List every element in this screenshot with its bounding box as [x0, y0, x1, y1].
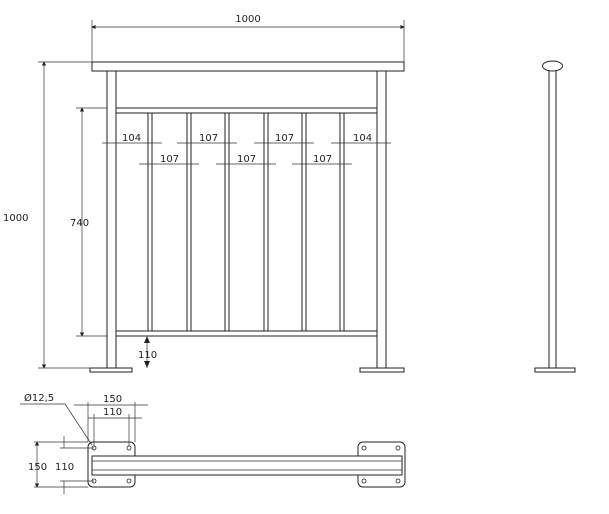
dimension-label: 110 [103, 407, 122, 418]
hole-diameter-callout: Ø12,5 [20, 392, 93, 446]
dimension-label: 107 [160, 154, 179, 165]
right-base-plate [359, 367, 405, 373]
handrail-profile [542, 60, 563, 72]
mounting-holes [91, 445, 401, 484]
dimension-label: 107 [313, 154, 332, 165]
rail-plan [91, 455, 403, 476]
baluster [301, 112, 307, 332]
left-base-plate [89, 367, 133, 373]
baluster [186, 112, 192, 332]
front-view: 1000 1000 740 110 104 107 107 [3, 14, 405, 373]
dimension-label: 104 [122, 133, 141, 144]
dimension-label: Ø12,5 [24, 392, 54, 404]
dimension-label: 104 [353, 133, 372, 144]
dimension-label: 150 [28, 462, 47, 473]
dimension-label: 107 [237, 154, 256, 165]
dimension-label: 1000 [3, 213, 28, 224]
dimension-label: 1000 [235, 14, 260, 25]
dimension-label: 110 [55, 462, 74, 473]
side-view [534, 60, 576, 373]
dimension-label: 107 [275, 133, 294, 144]
baluster [147, 112, 153, 332]
top-handrail [91, 61, 405, 72]
balusters [147, 112, 345, 332]
baluster-spacing-dims: 104 107 107 104 107 107 107 [102, 133, 391, 165]
dimension-label: 110 [138, 350, 157, 361]
dimension-overall-height: 1000 [3, 61, 92, 369]
dimension-overall-width: 1000 [91, 14, 405, 62]
dimension-bottom-clearance: 110 [138, 336, 157, 368]
dimension-label: 740 [70, 218, 89, 229]
baluster [224, 112, 230, 332]
plate-depth-dims: 150 110 [28, 436, 94, 494]
side-post [548, 67, 557, 369]
baluster [263, 112, 269, 332]
dimension-label: 107 [199, 133, 218, 144]
plan-view: Ø12,5 150 110 150 110 [20, 392, 406, 494]
baluster [339, 112, 345, 332]
side-base-plate [534, 367, 576, 373]
right-post [376, 70, 387, 369]
dimension-label: 150 [103, 394, 122, 405]
upper-rail [115, 107, 378, 114]
plate-width-dims: 150 110 [74, 394, 148, 446]
lower-rail [115, 330, 378, 337]
left-post [106, 70, 117, 369]
dimension-infill-height: 740 [70, 107, 107, 337]
